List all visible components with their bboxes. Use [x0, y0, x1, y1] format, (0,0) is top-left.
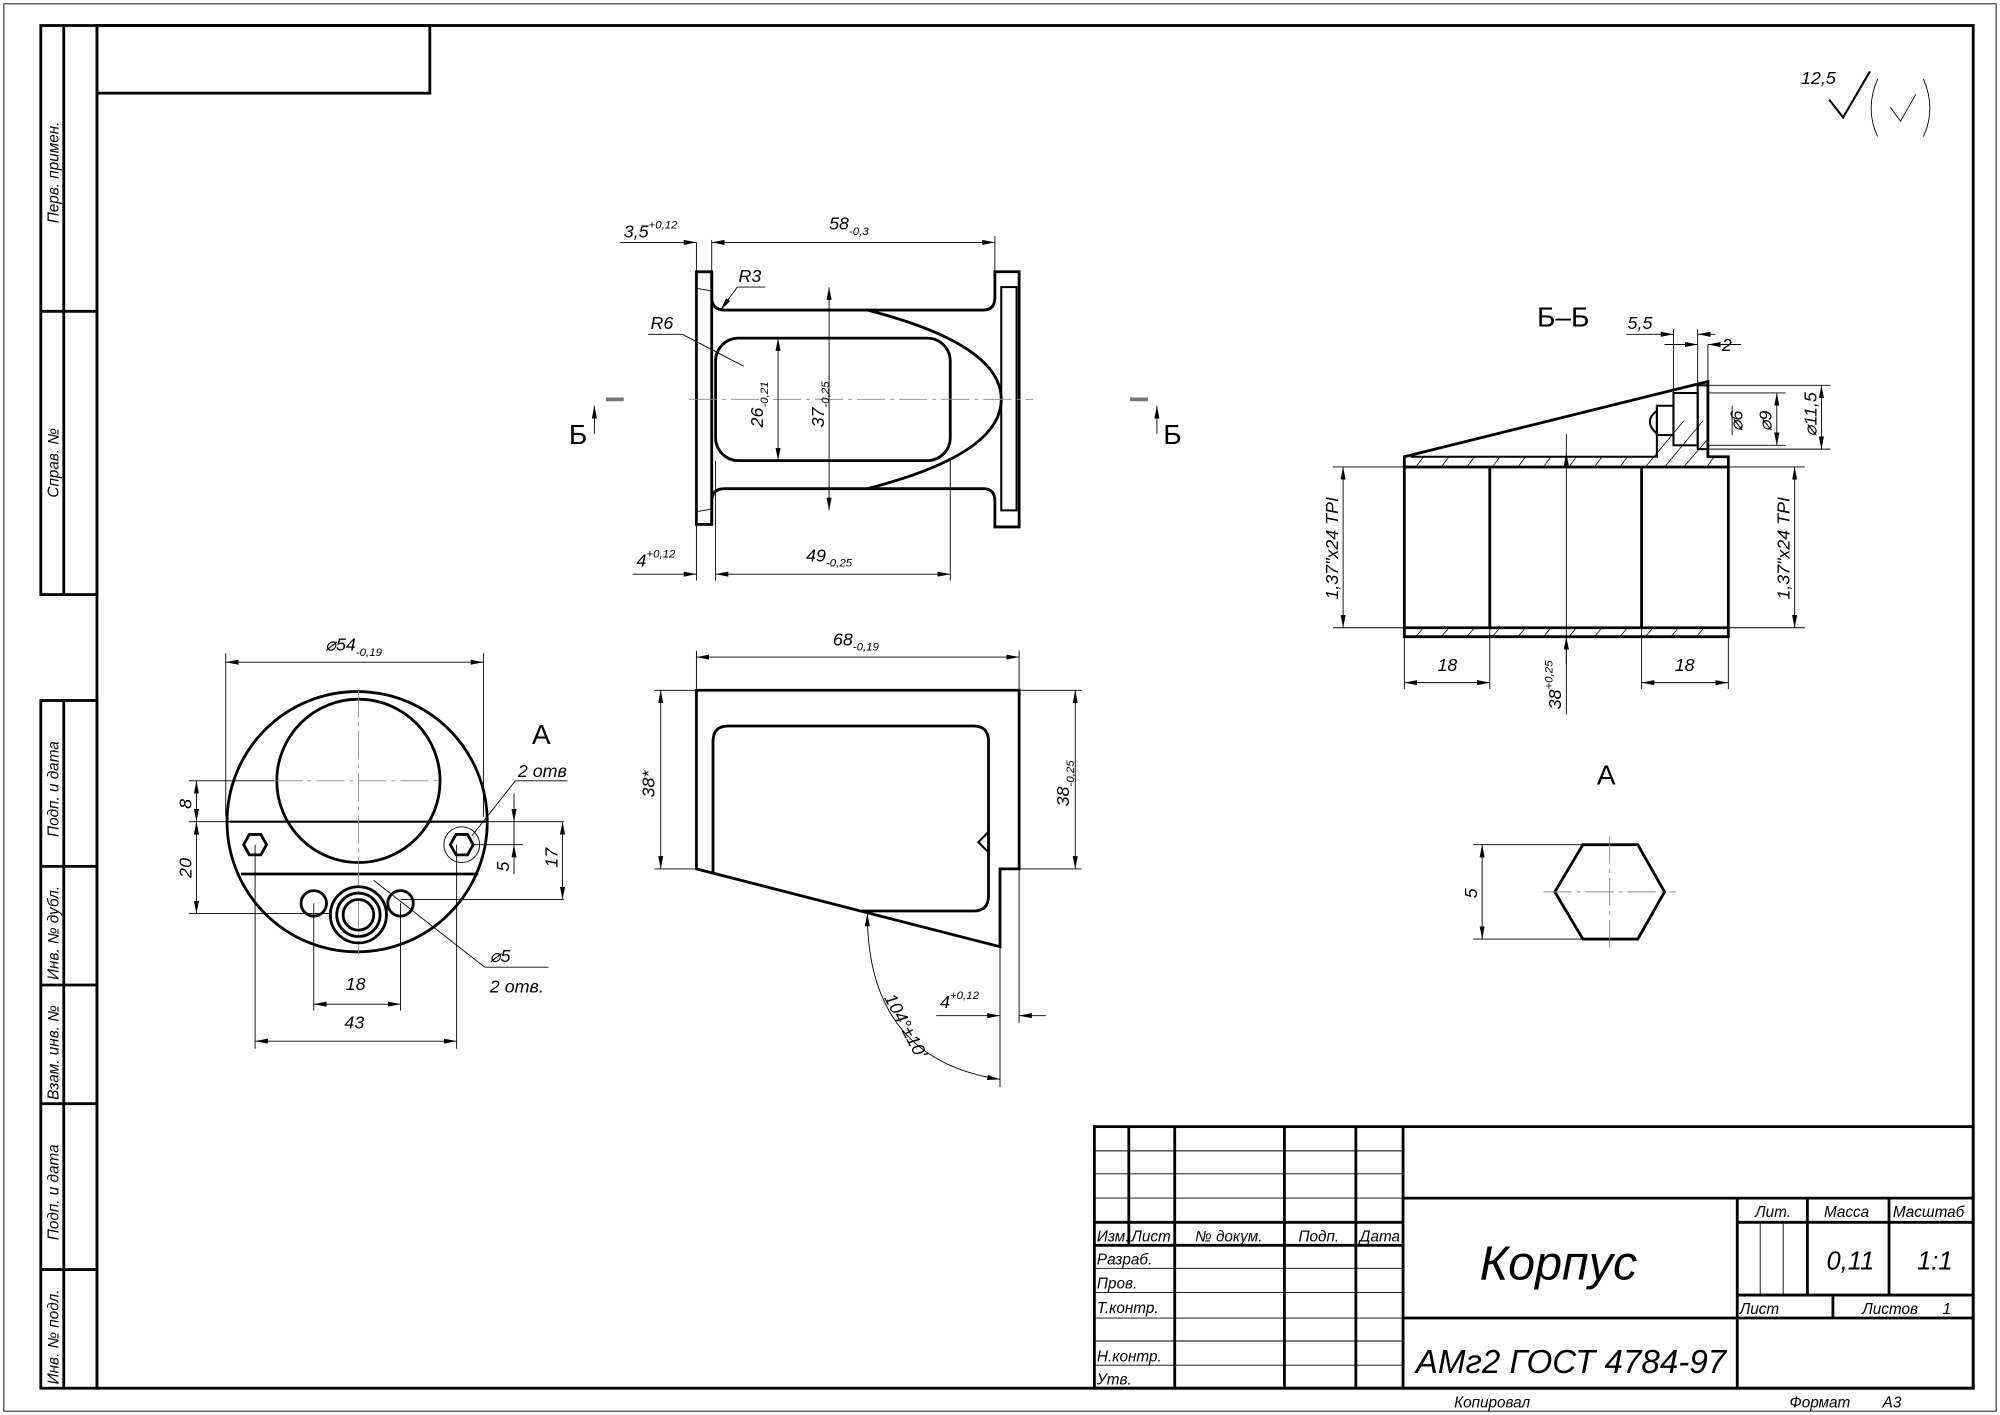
end-view: ⌀54-0,19 8 20 17 5 18 43 А 2 отв ⌀5 2 от… — [175, 635, 568, 1049]
roughness-symbol: 12,5 — [1801, 68, 1931, 137]
view-a: А 5 — [1461, 760, 1677, 949]
dim-3-5: 3,5+0,12 — [624, 219, 678, 241]
dim-4-front: 4+0,12 — [940, 990, 980, 1012]
drawing-frame — [95, 24, 1975, 1390]
sheets-count: 1 — [1943, 1301, 1952, 1318]
dim-2: 2 — [1721, 335, 1732, 355]
sheet-border — [3, 3, 1997, 1412]
section-mark-right: Б — [1163, 419, 1181, 450]
section-bb: Б–Б 38+0,25 1,37"x24 TPI 1,37"x24 TPI — [1322, 302, 1831, 715]
stamp-orig-inv: Инв. № подл. — [46, 1289, 63, 1384]
sheets-label: Листов — [1861, 1301, 1918, 1318]
top-left-box — [95, 24, 432, 95]
stamp-sign-date-1: Подп. и дата — [46, 741, 63, 837]
dim-20: 20 — [175, 858, 195, 879]
dim-4: 4+0,12 — [636, 549, 676, 571]
dim-26: 26-0,21 — [747, 381, 771, 428]
hole-dia: ⌀5 — [490, 946, 511, 966]
copied-label: Копировал — [1454, 1394, 1530, 1411]
dim-58: 58-0,3 — [829, 214, 869, 238]
section-mark-left: Б — [569, 419, 587, 450]
dim-5-5: 5,5 — [1628, 313, 1653, 333]
part-name: Корпус — [1480, 1237, 1638, 1291]
header-signature: Подп. — [1298, 1228, 1339, 1245]
format-label: Формат — [1790, 1394, 1851, 1411]
dim-17: 17 — [541, 847, 561, 868]
header-change: Изм. — [1097, 1228, 1130, 1245]
dim-38-ref: 38* — [638, 770, 658, 798]
material: АМг2 ГОСТ 4784-97 — [1414, 1344, 1728, 1381]
dim-54: ⌀54-0,19 — [325, 635, 382, 659]
section-bb-title: Б–Б — [1537, 302, 1589, 333]
header-sheet: Лист — [1130, 1228, 1171, 1245]
dim-49: 49-0,25 — [806, 545, 853, 569]
header-date: Дата — [1358, 1228, 1400, 1245]
role-tech-control: Т.контр. — [1097, 1300, 1159, 1317]
dim-dia-9: ⌀9 — [1756, 411, 1776, 432]
thread-right: 1,37"x24 TPI — [1774, 497, 1794, 600]
stamp-sign-date-2: Подп. и дата — [46, 1144, 63, 1240]
role-norm-control: Н.контр. — [1097, 1348, 1162, 1365]
dim-43: 43 — [344, 1012, 364, 1032]
stamp-dup-inv: Инв. № дубл. — [46, 886, 63, 980]
stamp-first-use: Перв. примен. — [46, 122, 63, 224]
lit-label: Лит. — [1754, 1204, 1791, 1221]
dim-5-hex: 5 — [1461, 888, 1481, 898]
dim-18: 18 — [346, 974, 366, 994]
dim-dia-11-5: ⌀11,5 — [1800, 392, 1820, 436]
dim-37: 37-0,25 — [808, 381, 832, 428]
dim-5: 5 — [493, 861, 513, 871]
dim-18-right: 18 — [1675, 655, 1695, 675]
dim-angle: 104°±10' — [880, 990, 931, 1062]
dim-68: 68-0,19 — [833, 630, 880, 654]
dim-18-left: 18 — [1438, 655, 1458, 675]
mass-value: 0,11 — [1827, 1248, 1875, 1276]
role-checker: Пров. — [1097, 1276, 1137, 1293]
scale-label: Масштаб — [1893, 1204, 1966, 1221]
view-a-title: А — [1597, 760, 1616, 791]
dim-r6: R6 — [651, 313, 674, 333]
dim-8: 8 — [175, 799, 195, 809]
dim-r3: R3 — [739, 266, 762, 286]
header-doc-no: № докум. — [1195, 1228, 1262, 1245]
view-a-mark: А — [532, 719, 551, 750]
role-approver: Утв. — [1096, 1371, 1132, 1388]
front-view: 68-0,19 38* 38-0,25 104°±10' 4+0,12 — [638, 630, 1082, 1088]
dim-38-section: 38+0,25 — [1543, 660, 1565, 710]
format-value: А3 — [1882, 1394, 1902, 1411]
thread-left: 1,37"x24 TPI — [1322, 497, 1342, 600]
scale-value: 1:1 — [1917, 1248, 1952, 1276]
mass-label: Масса — [1824, 1204, 1869, 1221]
role-developer: Разраб. — [1097, 1251, 1152, 1268]
roughness-value: 12,5 — [1801, 68, 1836, 88]
sheet-label: Лист — [1739, 1301, 1780, 1318]
top-view: 3,5+0,12 58-0,3 R3 R6 26-0,21 37-0,25 4+… — [569, 214, 1182, 581]
side-stamp: Перв. примен. Справ. № Подп. и дата Инв.… — [39, 24, 99, 1390]
hex-note: 2 отв — [517, 761, 567, 781]
stamp-repl-inv: Взам. инв. № — [46, 1005, 63, 1100]
stamp-ref-no: Справ. № — [46, 428, 63, 498]
title-block: Изм. Лист № докум. Подп. Дата Разраб. Пр… — [1092, 1125, 1975, 1411]
dim-38: 38-0,25 — [1053, 760, 1077, 807]
dim-dia-6: ⌀6 — [1726, 411, 1746, 432]
hole-count: 2 отв. — [489, 977, 544, 997]
